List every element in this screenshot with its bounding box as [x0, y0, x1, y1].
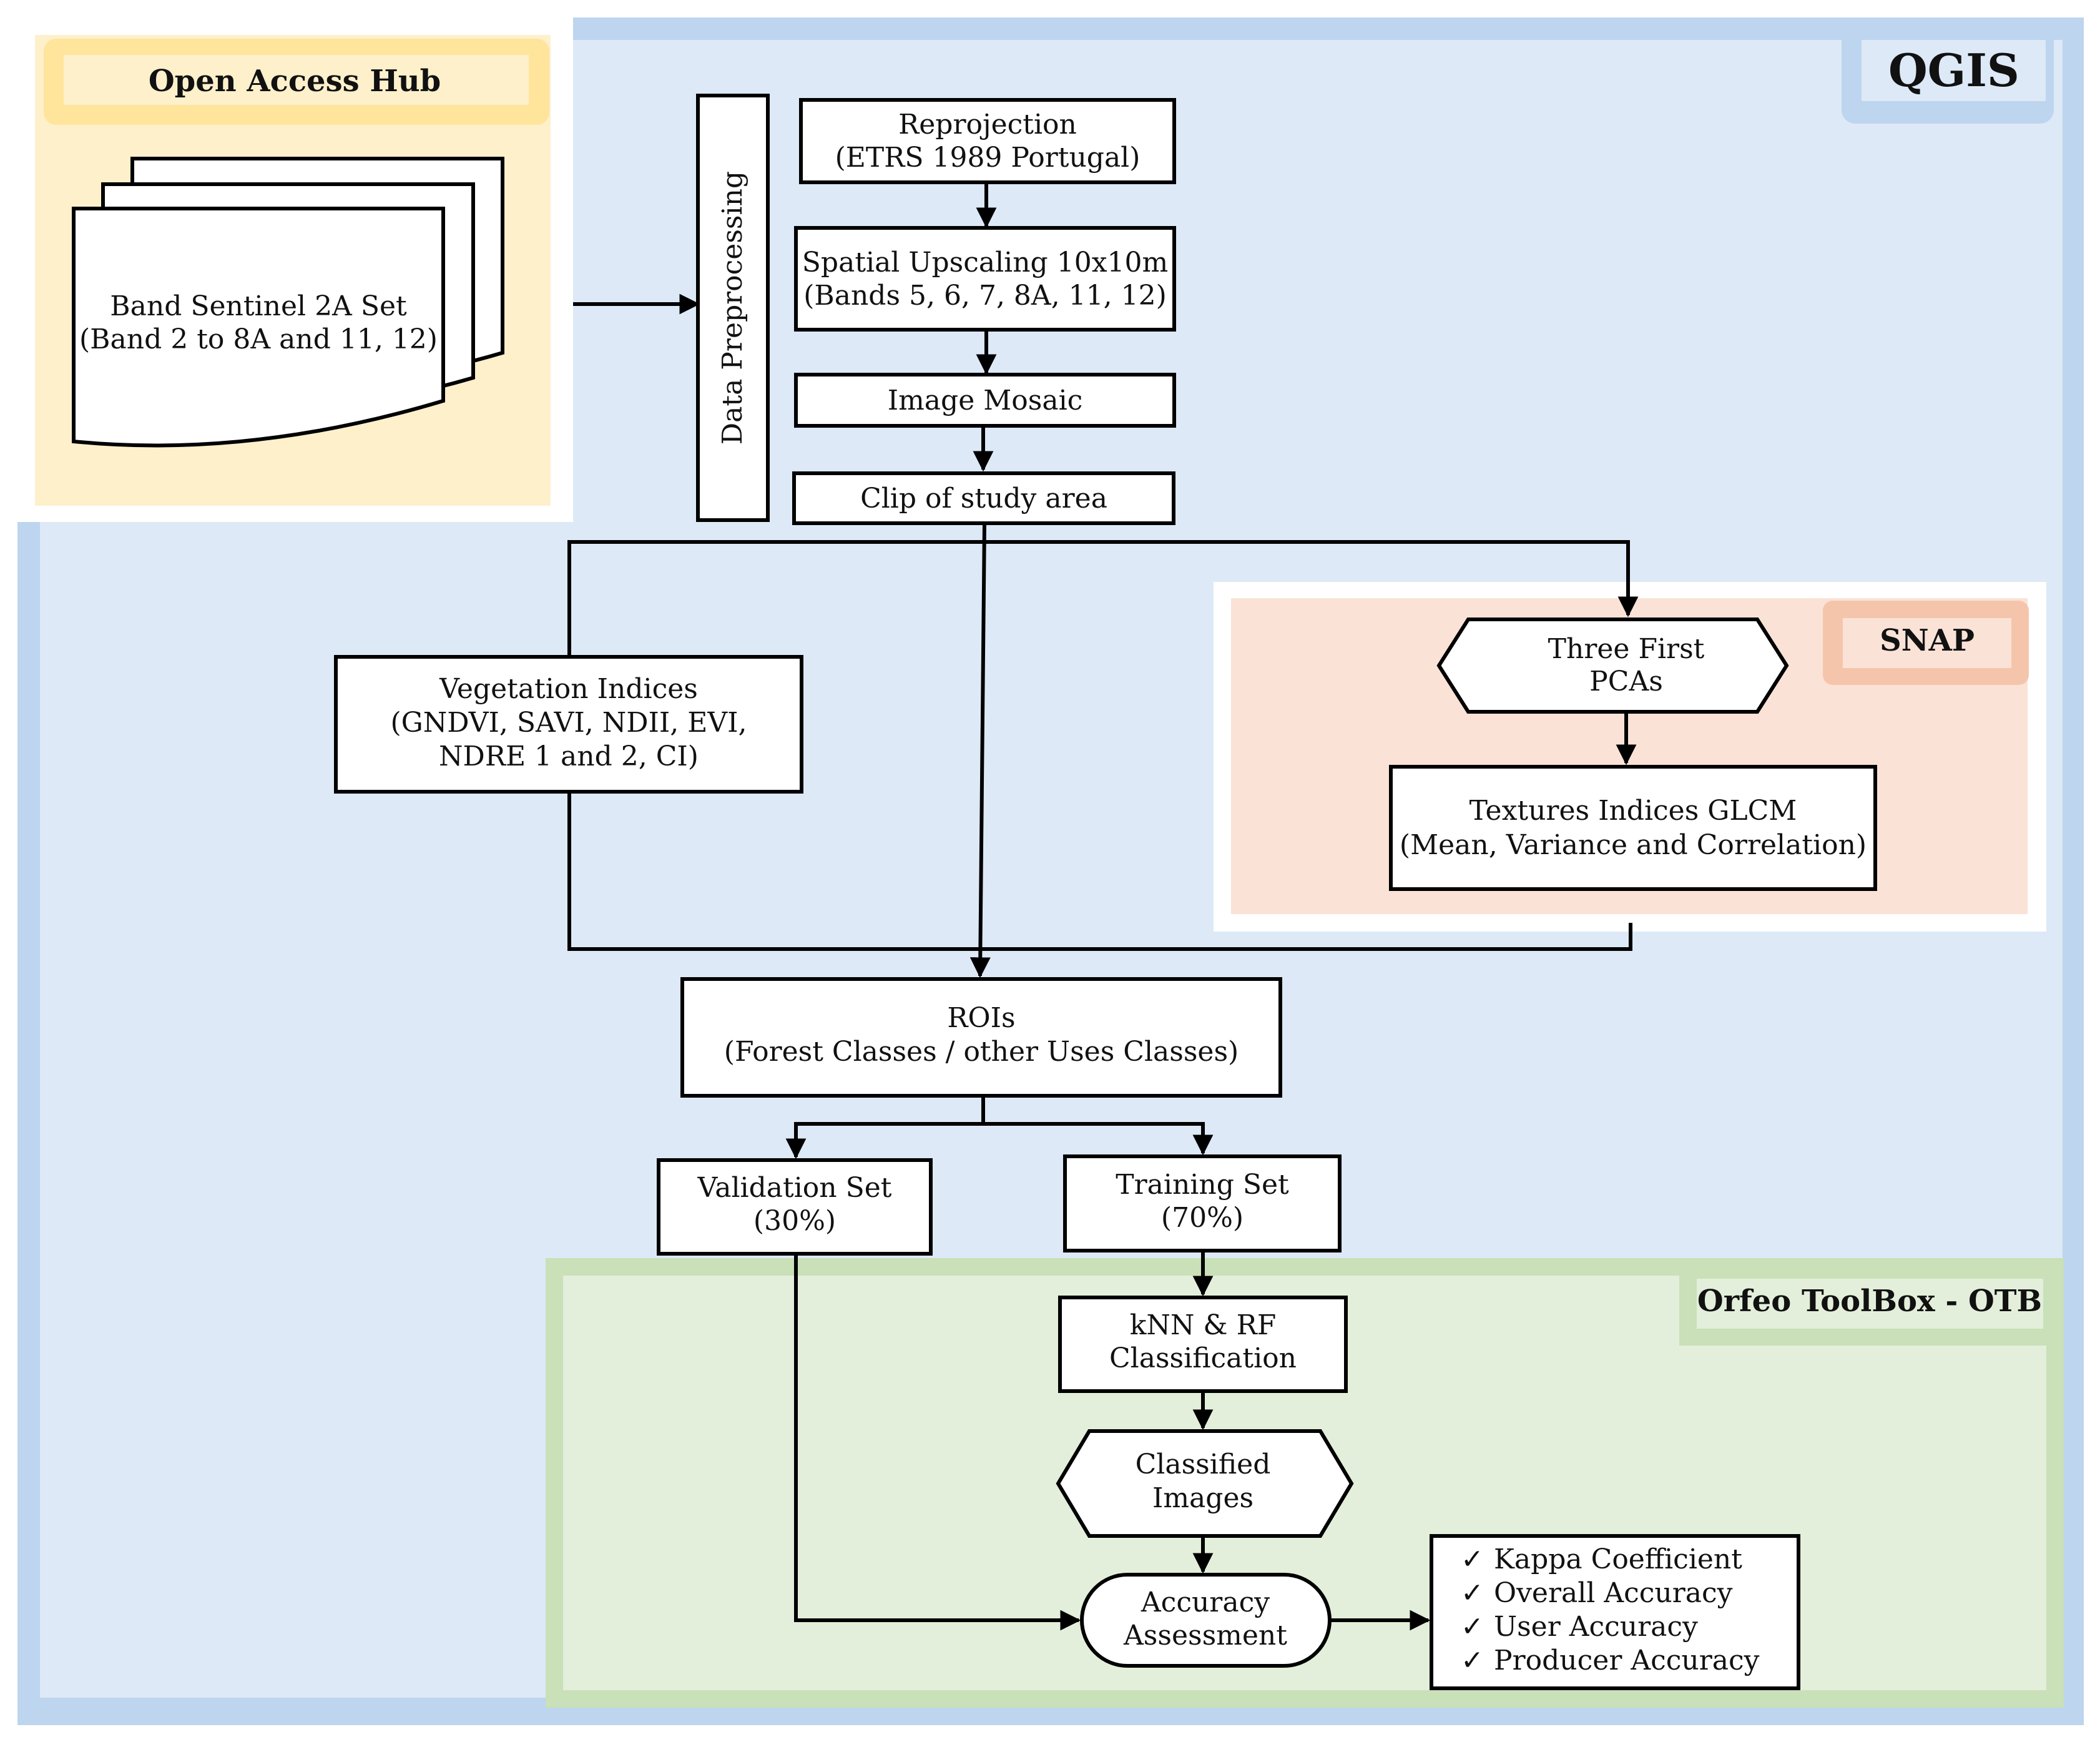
accuracy-assessment-terminator: Accuracy Assessment — [1080, 1573, 1332, 1668]
qgis-title: QGIS — [1888, 44, 2019, 97]
band-set-line-1: Band Sentinel 2A Set — [110, 290, 407, 322]
reprojection-box: Reprojection (ETRS 1989 Portugal) — [799, 98, 1176, 184]
spatial-upscaling-line-2: (Bands 5, 6, 7, 8A, 11, 12) — [803, 280, 1167, 312]
metric-user: User Accuracy — [1494, 1611, 1698, 1643]
band-set-line-2: (Band 2 to 8A and 11, 12) — [79, 323, 438, 355]
image-mosaic-box: Image Mosaic — [794, 373, 1176, 428]
check-icon: ✓ — [1461, 1577, 1484, 1609]
accuracy-assessment-line-1: Accuracy — [1141, 1587, 1270, 1618]
metric-item: ✓ Overall Accuracy — [1461, 1577, 1733, 1609]
classified-images-line-2: Images — [1152, 1482, 1254, 1514]
knn-rf-line-1: kNN & RF — [1130, 1309, 1276, 1341]
reprojection-line-1: Reprojection — [898, 109, 1077, 140]
knn-rf-line-2: Classification — [1109, 1342, 1297, 1374]
metric-overall: Overall Accuracy — [1494, 1577, 1733, 1609]
data-preprocessing-box: Data Preprocessing — [696, 94, 770, 522]
rois-line-2: (Forest Classes / other Uses Classes) — [724, 1036, 1239, 1068]
knn-rf-classification-box: kNN & RF Classification — [1058, 1296, 1348, 1393]
vegetation-indices-line-1: Vegetation Indices — [439, 673, 698, 705]
check-icon: ✓ — [1461, 1611, 1484, 1643]
spatial-upscaling-box: Spatial Upscaling 10x10m (Bands 5, 6, 7,… — [794, 226, 1176, 332]
three-first-pcas-line-2: PCAs — [1589, 666, 1663, 697]
textures-indices-line-2: (Mean, Variance and Correlation) — [1400, 829, 1867, 861]
check-icon: ✓ — [1461, 1645, 1484, 1676]
metric-item: ✓ Kappa Coefficient — [1461, 1543, 1742, 1575]
otb-title: Orfeo ToolBox - OTB — [1697, 1284, 2042, 1319]
validation-set-line-2: (30%) — [753, 1205, 836, 1237]
connectors — [559, 182, 1639, 1631]
three-first-pcas-line-1: Three First — [1548, 633, 1705, 665]
vegetation-indices-box: Vegetation Indices (GNDVI, SAVI, NDII, E… — [334, 655, 803, 794]
metric-item: ✓ Producer Accuracy — [1461, 1645, 1760, 1676]
classified-images-line-1: Classified — [1136, 1449, 1271, 1480]
reprojection-line-2: (ETRS 1989 Portugal) — [835, 142, 1141, 174]
check-icon: ✓ — [1461, 1543, 1484, 1575]
rois-line-1: ROIs — [947, 1002, 1015, 1034]
data-preprocessing-label: Data Preprocessing — [717, 171, 748, 445]
textures-indices-box: Textures Indices GLCM (Mean, Variance an… — [1389, 765, 1877, 891]
accuracy-metrics-box: ✓ Kappa Coefficient ✓ Overall Accuracy ✓… — [1430, 1534, 1800, 1690]
vegetation-indices-line-2: (GNDVI, SAVI, NDII, EVI, — [390, 707, 747, 739]
classified-images-hexagon: Classified Images — [1056, 1429, 1354, 1538]
snap-title: SNAP — [1880, 623, 1975, 658]
clip-study-area-label: Clip of study area — [860, 483, 1107, 514]
vegetation-indices-line-3: NDRE 1 and 2, CI) — [439, 741, 699, 772]
training-set-box: Training Set (70%) — [1063, 1154, 1342, 1252]
metric-item: ✓ User Accuracy — [1461, 1611, 1698, 1643]
accuracy-assessment-line-2: Assessment — [1123, 1620, 1287, 1651]
metric-producer: Producer Accuracy — [1494, 1645, 1760, 1676]
clip-study-area-box: Clip of study area — [792, 471, 1175, 525]
band-set-document-stack: Band Sentinel 2A Set (Band 2 to 8A and 1… — [72, 157, 504, 448]
open-access-hub-panel: Open Access Hub Band Sentinel 2A Set (Ba… — [17, 17, 573, 522]
three-first-pcas-hexagon: Three First PCAs — [1436, 618, 1789, 714]
spatial-upscaling-line-1: Spatial Upscaling 10x10m — [802, 247, 1168, 278]
rois-box: ROIs (Forest Classes / other Uses Classe… — [680, 977, 1282, 1098]
metric-kappa: Kappa Coefficient — [1494, 1543, 1742, 1575]
textures-indices-line-1: Textures Indices GLCM — [1470, 795, 1797, 827]
training-set-line-2: (70%) — [1161, 1202, 1244, 1234]
training-set-line-1: Training Set — [1116, 1169, 1289, 1201]
validation-set-line-1: Validation Set — [697, 1172, 892, 1204]
validation-set-box: Validation Set (30%) — [657, 1158, 933, 1256]
image-mosaic-label: Image Mosaic — [888, 385, 1083, 416]
open-access-hub-title: Open Access Hub — [149, 64, 441, 99]
